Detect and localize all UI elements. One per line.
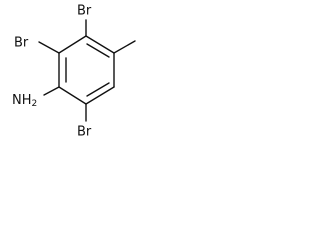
bond-to-methyl <box>113 40 136 54</box>
ring-bond-top-right-outer <box>85 35 115 54</box>
molecule-diagram: Br Br NH2 Br <box>12 4 136 140</box>
nh2-label: NH2 <box>12 93 37 109</box>
bond-to-br-upper-left <box>38 41 60 54</box>
bond-to-nh2 <box>43 86 60 96</box>
br-bottom-label: Br <box>77 125 92 140</box>
ring-bond-bottom-left <box>58 86 87 105</box>
ring-bond-bottom-right-inner <box>86 82 110 97</box>
structure-canvas: Br Br NH2 Br <box>0 0 165 177</box>
ring-bond-top-right-inner <box>86 43 110 58</box>
ring-bond-top-left <box>58 35 87 54</box>
ring-bond-bottom-right-outer <box>85 86 115 105</box>
br-top-label: Br <box>77 4 92 19</box>
br-upper-left-label: Br <box>14 36 29 51</box>
nh2-subscript-label: 2 <box>32 99 38 109</box>
nh2-main-label: NH <box>12 93 32 108</box>
